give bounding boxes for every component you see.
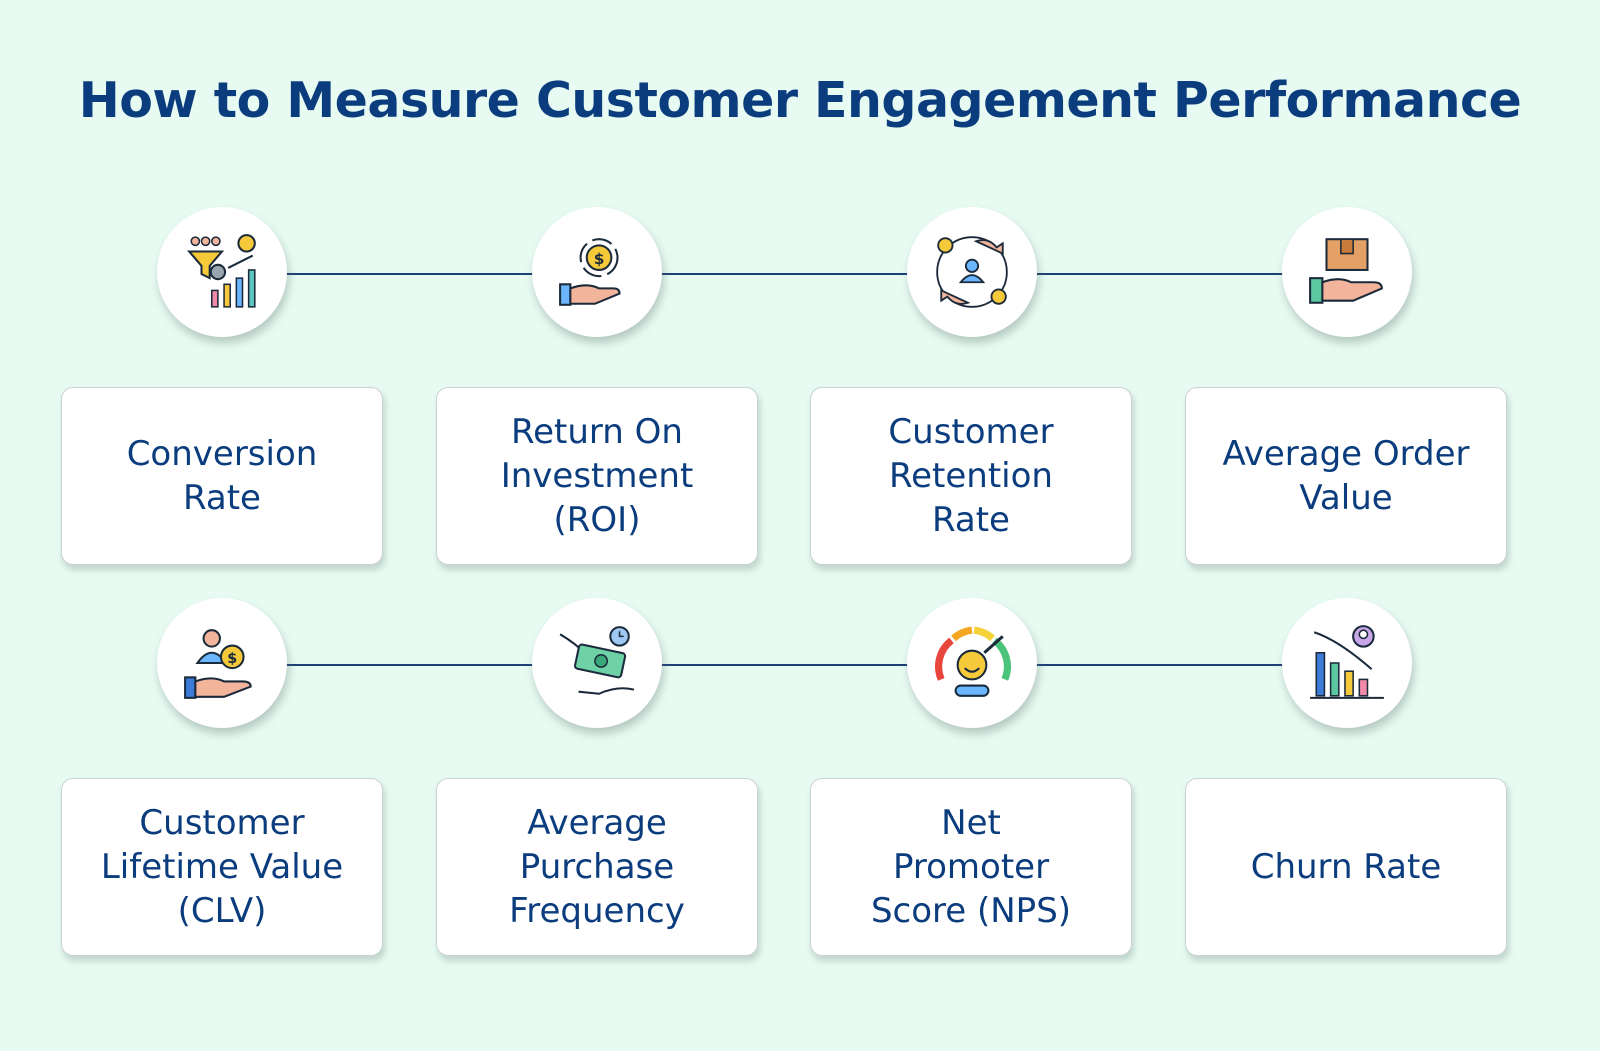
connector-line-row1 (225, 273, 1375, 275)
churn-chart-icon (1282, 598, 1412, 728)
metric-card-customer-lifetime-value: Customer Lifetime Value (CLV) (61, 778, 383, 956)
svg-text:$: $ (227, 651, 237, 667)
metric-card-average-order-value: Average Order Value (1185, 387, 1507, 565)
metric-label: Net Promoter Score (NPS) (870, 803, 1072, 931)
nps-gauge-icon (907, 598, 1037, 728)
metric-label: Return On Investment (ROI) (500, 412, 694, 540)
metric-label: Churn Rate (1250, 847, 1442, 887)
svg-text:$: $ (594, 250, 605, 268)
metric-card-churn-rate: Churn Rate (1185, 778, 1507, 956)
metric-card-retention-rate: Customer Retention Rate (810, 387, 1132, 565)
metric-card-net-promoter-score: Net Promoter Score (NPS) (810, 778, 1132, 956)
roi-hand-coin-icon: $ (532, 207, 662, 337)
page-title: How to Measure Customer Engagement Perfo… (78, 72, 1522, 129)
metric-label: Average Purchase Frequency (509, 803, 685, 931)
metric-card-roi: Return On Investment (ROI) (436, 387, 758, 565)
metric-label: Conversion Rate (126, 434, 318, 518)
lifetime-value-icon: $ (157, 598, 287, 728)
metric-label: Average Order Value (1222, 434, 1470, 518)
order-box-hand-icon (1282, 207, 1412, 337)
connector-line-row2 (225, 664, 1375, 666)
metric-card-conversion-rate: Conversion Rate (61, 387, 383, 565)
retention-hands-icon (907, 207, 1037, 337)
metric-label: Customer Retention Rate (888, 412, 1054, 540)
purchase-cash-hands-icon (532, 598, 662, 728)
metric-card-average-purchase-frequency: Average Purchase Frequency (436, 778, 758, 956)
metric-label: Customer Lifetime Value (CLV) (100, 803, 344, 931)
conversion-funnel-icon (157, 207, 287, 337)
